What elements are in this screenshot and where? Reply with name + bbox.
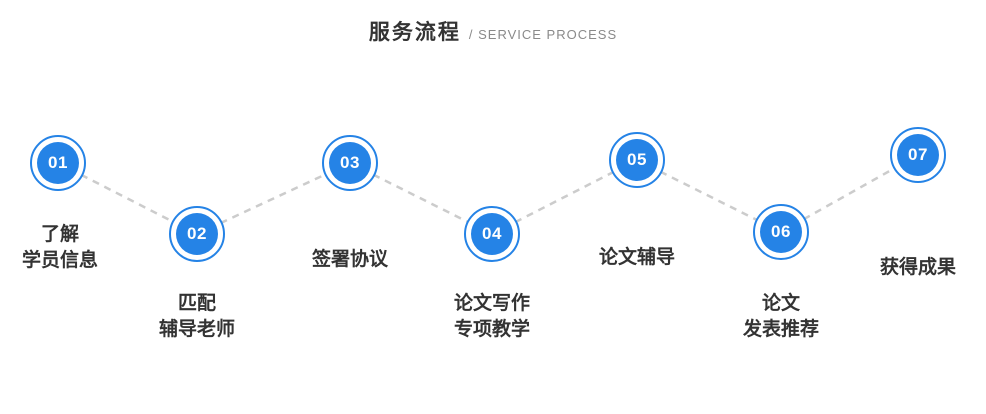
- step-4-label-line2: 专项教学: [453, 318, 531, 340]
- step-3-number: 03: [329, 142, 371, 184]
- step-5-circle: 05: [609, 132, 665, 188]
- step-6-label-line2: 发表推荐: [742, 318, 820, 340]
- step-2-label-line2: 辅导老师: [158, 318, 236, 340]
- step-2-label-line1: 匹配: [177, 293, 217, 314]
- step-5-label-line1: 论文辅导: [598, 247, 676, 268]
- step-5-number: 05: [616, 139, 658, 181]
- step-3-circle: 03: [322, 135, 378, 191]
- step-6-circle: 06: [753, 204, 809, 260]
- step-1-label: 了解 学员信息: [22, 222, 98, 273]
- step-2-number: 02: [176, 213, 218, 255]
- step-6-label: 论文 发表推荐: [743, 291, 819, 342]
- diagram-subtitle: / SERVICE PROCESS: [468, 27, 618, 42]
- step-4-circle: 04: [464, 206, 520, 262]
- step-7-label: 获得成果: [880, 255, 956, 281]
- step-7-number: 07: [897, 134, 939, 176]
- step-4-label-line1: 论文写作: [453, 293, 531, 314]
- step-2-circle: 02: [169, 206, 225, 262]
- step-2-label: 匹配 辅导老师: [159, 291, 235, 342]
- step-4-number: 04: [471, 213, 513, 255]
- step-1-label-line1: 了解: [40, 224, 80, 245]
- step-1-circle: 01: [30, 135, 86, 191]
- step-1-number: 01: [37, 142, 79, 184]
- step-6-label-line1: 论文: [761, 293, 801, 314]
- step-7-circle: 07: [890, 127, 946, 183]
- diagram-title: 服务流程: [368, 21, 461, 44]
- step-1-label-line2: 学员信息: [21, 249, 99, 271]
- step-5-label: 论文辅导: [599, 245, 675, 271]
- step-7-label-line1: 获得成果: [879, 257, 957, 278]
- step-4-label: 论文写作 专项教学: [454, 291, 530, 342]
- step-3-label: 签署协议: [312, 247, 388, 273]
- step-6-number: 06: [760, 211, 802, 253]
- diagram-header: 服务流程 / SERVICE PROCESS: [0, 16, 986, 46]
- step-3-label-line1: 签署协议: [311, 249, 389, 270]
